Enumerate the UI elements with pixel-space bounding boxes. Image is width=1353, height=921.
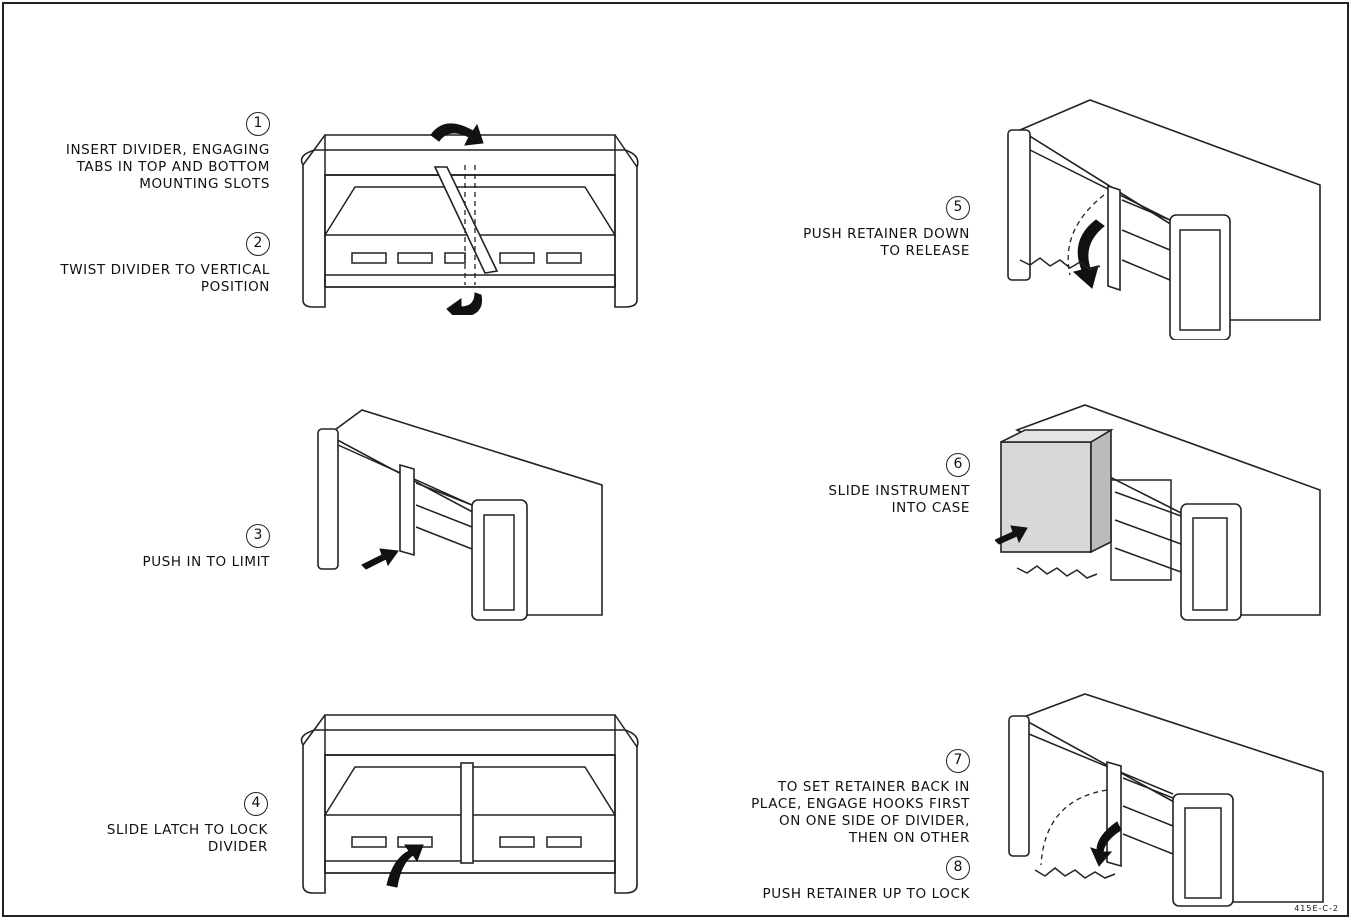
- figure-slide-latch: [300, 714, 639, 894]
- step-4: 4 SLIDE LATCH TO LOCK DIVIDER: [20, 792, 268, 856]
- twist-arrow-top-icon: [430, 123, 484, 146]
- step-5-number: 5: [946, 196, 970, 220]
- retainer: [1019, 257, 1101, 271]
- step-1: 1 INSERT DIVIDER, ENGAGING TABS IN TOP A…: [20, 112, 270, 193]
- step-8-number: 8: [946, 856, 970, 880]
- step-1-number: 1: [246, 112, 270, 136]
- step-3-text: PUSH IN TO LIMIT: [142, 554, 270, 570]
- step-7-text: TO SET RETAINER BACK IN PLACE, ENGAGE HO…: [751, 779, 970, 846]
- step-8: 8 PUSH RETAINER UP TO LOCK: [690, 856, 970, 903]
- mounting-slots: [351, 252, 582, 264]
- figure-code: 415E-C-2: [1294, 904, 1339, 913]
- step-4-number: 4: [244, 792, 268, 816]
- step-6-number: 6: [946, 453, 970, 477]
- step-7-number: 7: [946, 749, 970, 773]
- step-6: 6 SLIDE INSTRUMENT INTO CASE: [720, 453, 970, 517]
- step-5-text: PUSH RETAINER DOWN TO RELEASE: [803, 226, 970, 259]
- divider-frame: [1107, 184, 1121, 292]
- step-2: 2 TWIST DIVIDER TO VERTICAL POSITION: [0, 232, 270, 296]
- latch-arrow-icon: [386, 844, 424, 888]
- step-6-text: SLIDE INSTRUMENT INTO CASE: [828, 483, 970, 516]
- figure-push-in: [317, 409, 603, 621]
- step-3: 3 PUSH IN TO LIMIT: [20, 524, 270, 571]
- step-3-number: 3: [246, 524, 270, 548]
- step-8-text: PUSH RETAINER UP TO LOCK: [762, 886, 970, 902]
- step-5: 5 PUSH RETAINER DOWN TO RELEASE: [720, 196, 970, 260]
- retainer: [1016, 565, 1098, 579]
- figure-retainer-release: [1007, 99, 1321, 340]
- step-2-number: 2: [246, 232, 270, 256]
- push-down-arrow-icon: [1072, 219, 1105, 289]
- push-up-arrow-icon: [1090, 821, 1122, 867]
- retainer: [1034, 867, 1116, 879]
- twist-arrow-bottom-icon: [446, 292, 483, 315]
- slide-arrow-icon: [995, 525, 1028, 545]
- figure-retainer-lock: [1008, 693, 1324, 907]
- step-2-text: TWIST DIVIDER TO VERTICAL POSITION: [60, 262, 270, 295]
- figure-slide-instrument: [995, 404, 1321, 621]
- figure-insert-divider: [300, 123, 639, 315]
- divider-vertical: [460, 762, 474, 864]
- divider-frame: [399, 463, 415, 557]
- divider-frame: [1106, 760, 1122, 868]
- push-arrow-icon: [361, 548, 399, 570]
- step-4-text: SLIDE LATCH TO LOCK DIVIDER: [106, 822, 268, 855]
- step-7: 7 TO SET RETAINER BACK IN PLACE, ENGAGE …: [690, 749, 970, 847]
- step-1-text: INSERT DIVIDER, ENGAGING TABS IN TOP AND…: [65, 142, 270, 192]
- divider-panel: [433, 166, 499, 274]
